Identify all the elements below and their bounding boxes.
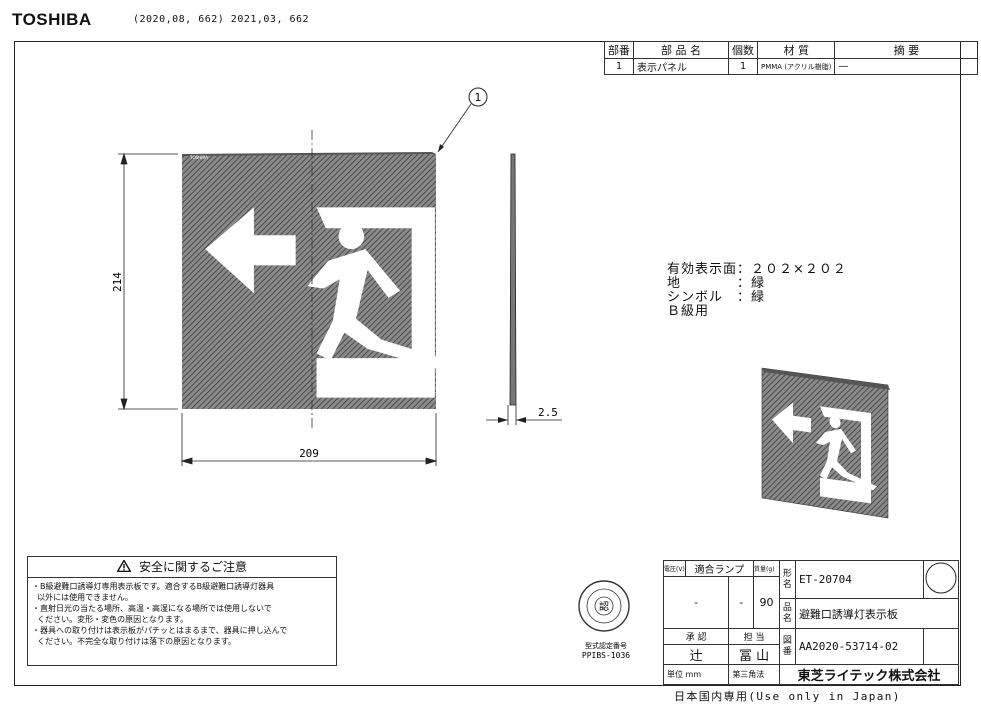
weight-value: 90 <box>753 576 780 629</box>
height-value: 214 <box>111 272 124 292</box>
parts-cell-material: PMMA (アクリル樹脂) <box>756 58 836 75</box>
approver-name: 辻 <box>662 644 730 665</box>
cert-label: 型式認定番号 <box>585 641 627 650</box>
charge-label: 担 当 <box>728 628 780 645</box>
front-view-panel <box>182 130 449 430</box>
part-balloon <box>437 87 488 153</box>
safety-item: ・器具への取り付けは表示板がパチッとはまるまで、器具に押し込んで <box>32 626 288 635</box>
product-label: 品名 <box>778 598 796 629</box>
voltage-label: 電圧(V) <box>663 560 686 577</box>
revision-circle <box>925 562 957 594</box>
approval-seal <box>578 580 630 632</box>
safety-item: ください。不完全な取り付けは落下の原因となります。 <box>32 637 237 646</box>
safety-notice: 安全に関するご注意 ・B級避難口誘導灯専用表示板です。適合するB級避難口誘導灯器… <box>27 556 337 666</box>
title-block: 電圧(V) 適合ランプ 質量(g) 形名 ET-20704 - - 90 品名 … <box>662 560 960 685</box>
height-dimension <box>118 152 178 411</box>
revision-history: (2020,08, 662) 2021,03, 662 <box>133 14 310 25</box>
lamp-value: - <box>728 576 755 629</box>
footer-note: 日本国内専用(Use only in Japan) <box>674 690 901 703</box>
drawing-label: 図番 <box>778 628 796 665</box>
safety-item: ・B級避難口誘導灯専用表示板です。適合するB級避難口誘導灯器具 <box>32 582 275 591</box>
weight-label: 質量(g) <box>753 560 780 577</box>
unit-label: 単位 mm <box>662 664 730 685</box>
voltage-value: - <box>662 576 730 629</box>
warning-icon <box>116 559 132 573</box>
seal-mark: 認 <box>599 600 609 613</box>
note-symbol-color: シンボル ：緑 <box>667 290 766 305</box>
projection-label: 第三角法 <box>728 664 780 685</box>
type-label: 形名 <box>778 560 796 599</box>
balloon-number: 1 <box>475 91 482 104</box>
staff-name: 冨 山 <box>728 644 780 665</box>
cert-number: PPIBS-1036 <box>582 651 630 660</box>
thickness-value: 2.5 <box>538 406 558 419</box>
side-view <box>486 153 562 425</box>
parts-cell-remarks: — <box>834 58 979 75</box>
product-name: 避難口誘導灯表示板 <box>794 598 960 629</box>
company-name: 東芝ライテック株式会社 <box>778 664 960 685</box>
perspective-view <box>761 367 890 519</box>
safety-title: 安全に関するご注意 <box>138 560 247 574</box>
brand-logo: TOSHIBA <box>12 10 92 29</box>
type-number: ET-20704 <box>794 560 925 599</box>
lamp-label: 適合ランプ <box>684 560 755 577</box>
note-effective-area: 有効表示面：２０２×２０２ <box>667 262 847 277</box>
revision-circle-cell <box>923 560 959 599</box>
safety-item: 以外には使用できません。 <box>32 593 133 602</box>
approve-label: 承 認 <box>662 628 730 645</box>
width-value: 209 <box>299 447 319 460</box>
safety-item: ・直射日光の当たる場所、高温・高湿になる場所では使用しないで <box>32 604 272 613</box>
safety-items: ・B級避難口誘導灯専用表示板です。適合するB級避難口誘導灯器具 以外には使用でき… <box>28 578 336 650</box>
safety-item: ください。変形・変色の原因となります。 <box>32 615 189 624</box>
spec-notes: 有効表示面：２０２×２０２ 地 ：緑 シンボル ：緑 Ｂ級用 <box>667 263 847 319</box>
drawing-frame <box>14 41 961 686</box>
parts-table: 部番 部 品 名 個数 材 質 摘 要 1 表示パネル 1 PMMA (アクリル… <box>604 41 979 75</box>
note-ground-color: 地 ：緑 <box>667 276 766 291</box>
width-dimension <box>180 413 438 466</box>
panel-brand-mark: TOSHIBA <box>189 155 208 160</box>
note-class: Ｂ級用 <box>667 304 710 319</box>
drawing-number: AA2020-53714-02 <box>794 628 925 665</box>
